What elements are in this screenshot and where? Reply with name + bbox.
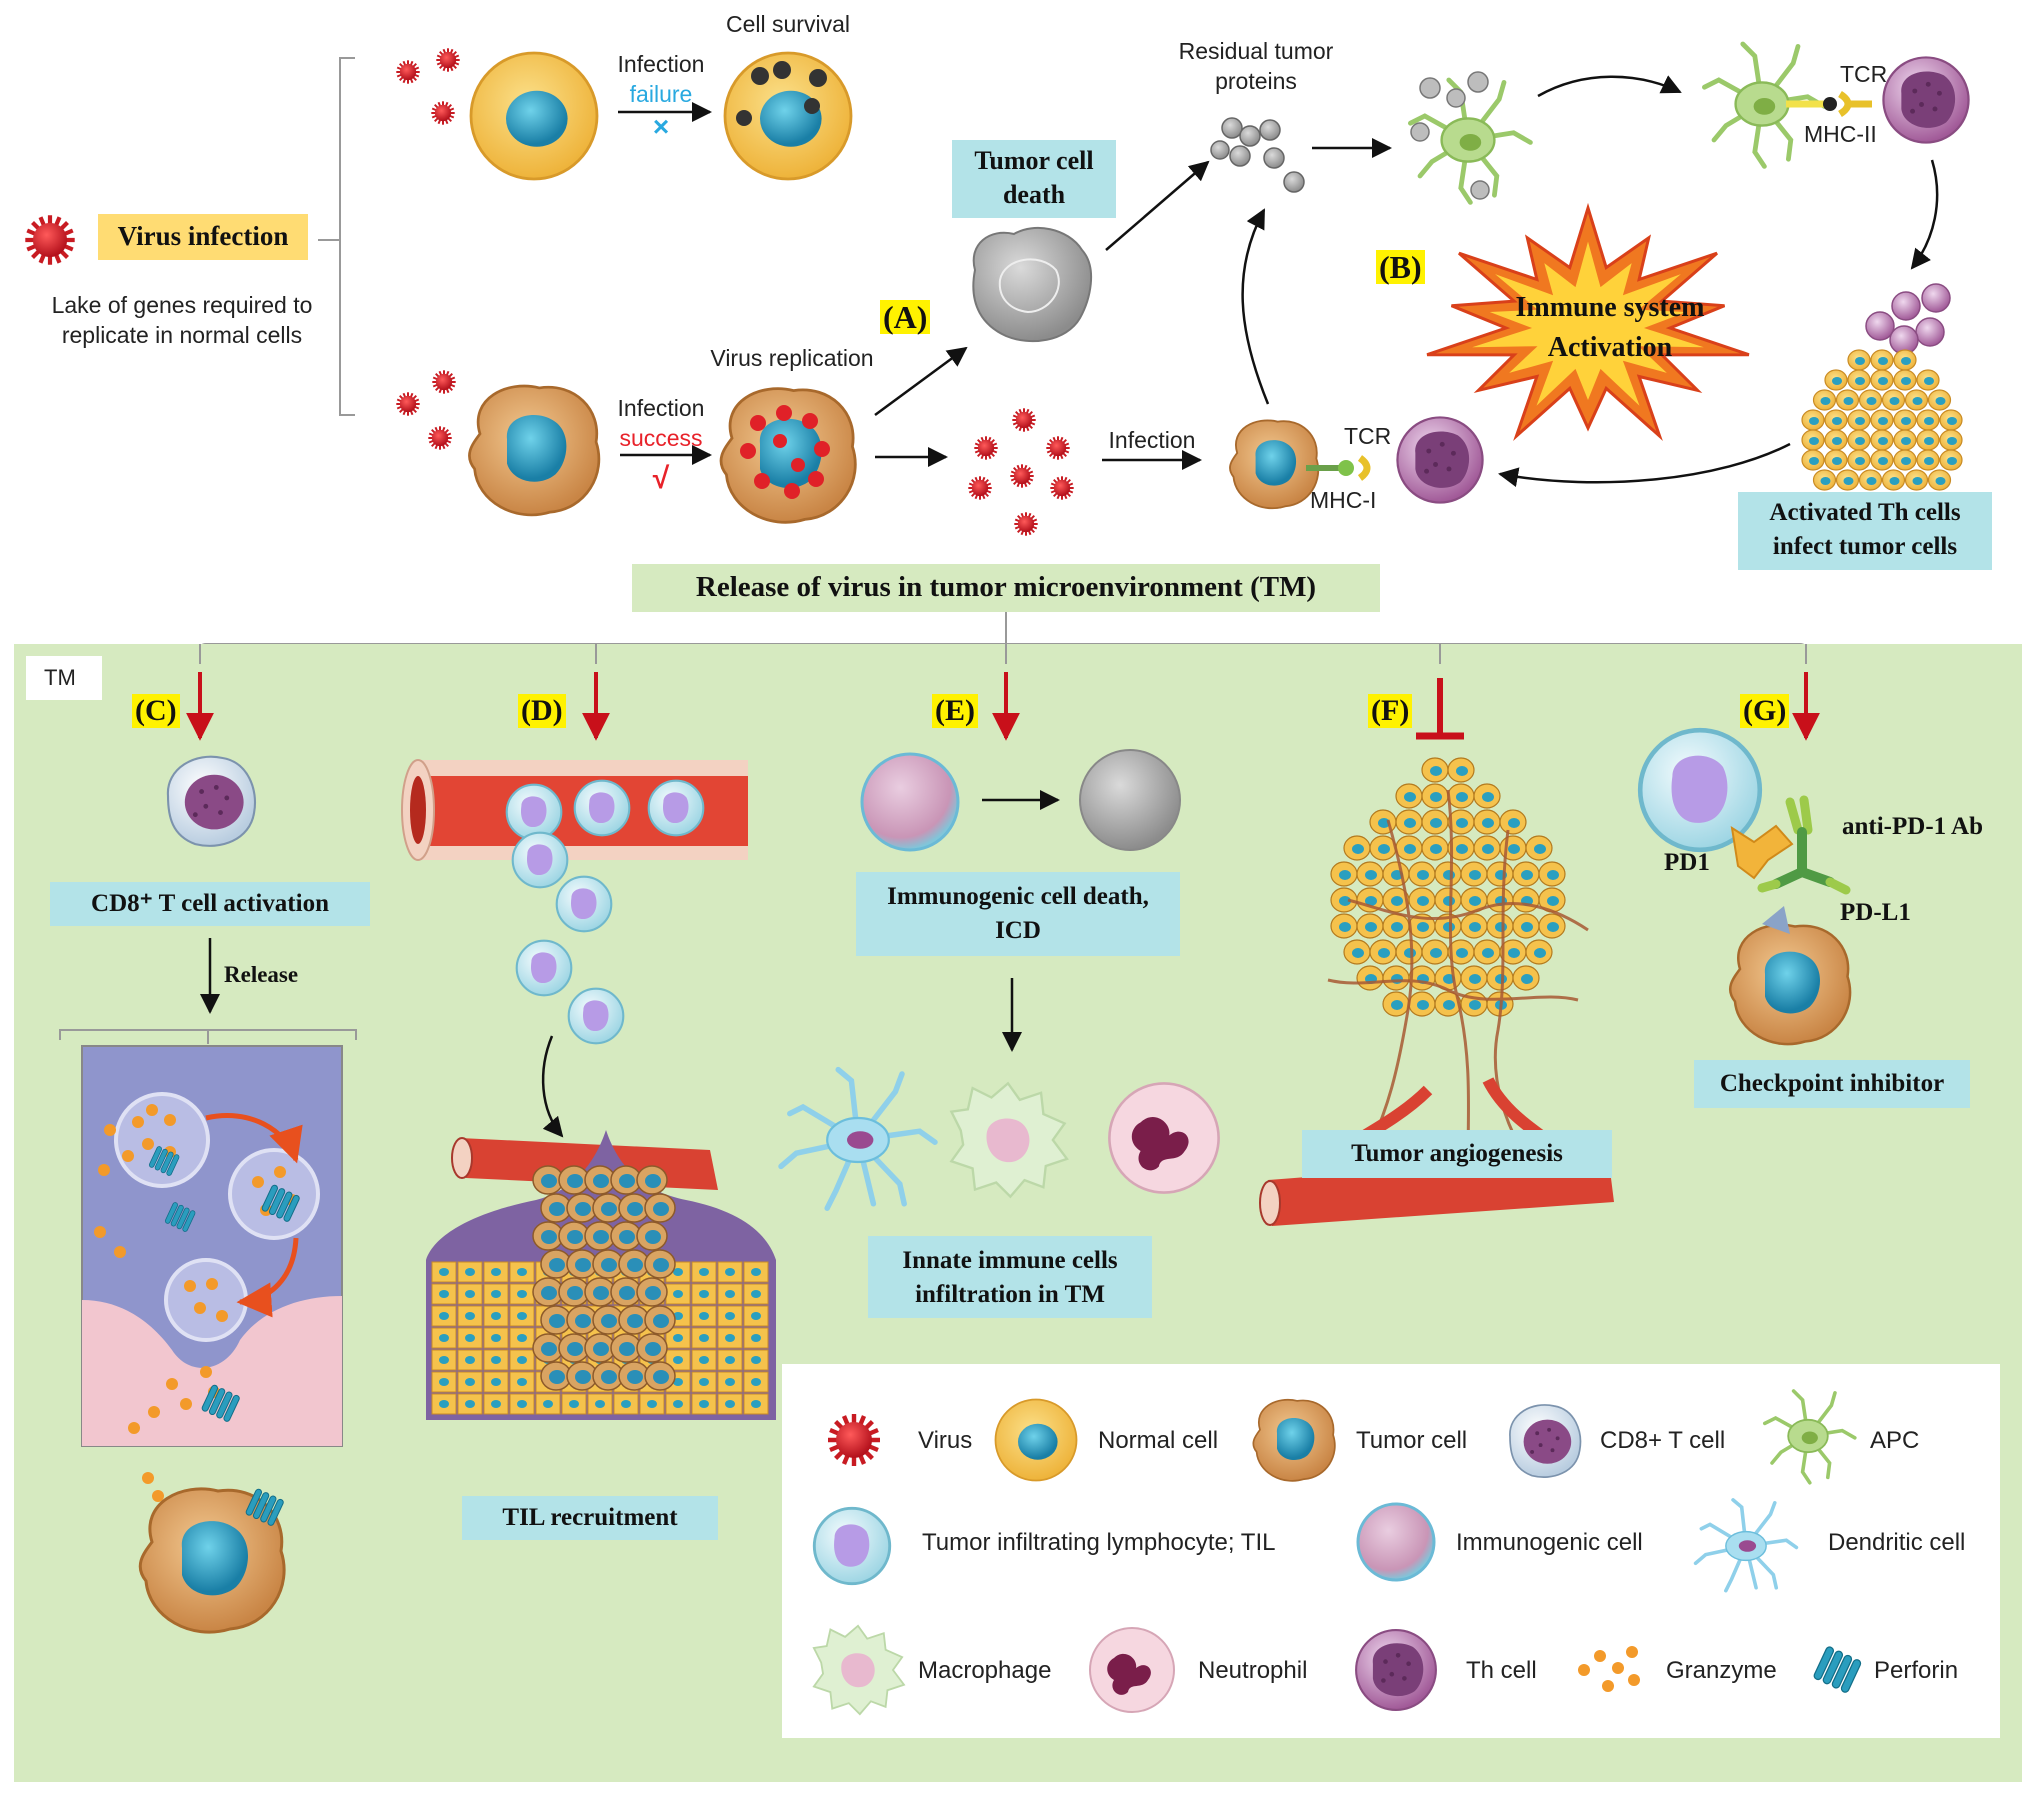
legend-tumor-cell: Tumor cell (1356, 1427, 1468, 1454)
failure-mark: × (652, 111, 670, 142)
legend-normal-cell: Normal cell (1098, 1427, 1219, 1454)
legend-til: Tumor infiltrating lymphocyte; TIL (922, 1529, 1276, 1556)
legend-dendritic: Dendritic cell (1828, 1529, 1966, 1556)
legend-apc: APC (1870, 1427, 1920, 1454)
infection-label-2: Infection (617, 395, 705, 421)
release-virus-label: Release of virus in tumor microenvironme… (695, 571, 1317, 603)
label-f: (F) (1368, 694, 1413, 728)
legend-th: Th cell (1466, 1657, 1537, 1684)
legend-neutrophil: Neutrophil (1198, 1657, 1308, 1684)
checkpoint-inhibitor-label: Checkpoint inhibitor (1719, 1070, 1945, 1097)
legend-perforin: Perforin (1874, 1657, 1959, 1684)
tm-tag: TM (44, 665, 76, 690)
legend-granzyme: Granzyme (1666, 1657, 1777, 1684)
til-recruitment-label: TIL recruitment (462, 1496, 718, 1540)
label-d: (D) (518, 694, 566, 728)
legend-immunogenic: Immunogenic cell (1456, 1529, 1643, 1556)
tcr-label-bottom: TCR (1344, 423, 1392, 449)
failure-label: failure (629, 81, 693, 107)
label-b: (B) (1376, 250, 1425, 284)
cell-survival-label: Cell survival (726, 11, 850, 37)
release-label: Release (224, 962, 299, 987)
mhc-i-label: MHC-I (1310, 487, 1377, 513)
label-g: (G) (1740, 694, 1790, 728)
legend-macrophage: Macrophage (918, 1657, 1052, 1684)
legend-virus: Virus (918, 1427, 973, 1454)
infection-label-1: Infection (617, 51, 705, 77)
activated-th-label: Activated Th cells infect tumor cells (1769, 499, 1961, 560)
success-label: success (619, 425, 703, 451)
infection-label-3: Infection (1108, 427, 1196, 453)
label-e: (E) (932, 694, 978, 728)
angiogenesis-label: Tumor angiogenesis (1351, 1140, 1563, 1167)
lack-genes-note: Lake of genes required to replicate in n… (51, 292, 313, 348)
success-mark: √ (652, 462, 670, 495)
pd1-label: PD1 (1664, 849, 1710, 876)
tcr-label-top: TCR (1840, 61, 1888, 87)
residual-proteins-label: Residual tumor proteins (1178, 38, 1334, 94)
virus-replication-label: Virus replication (710, 345, 874, 371)
mhc-ii-label: MHC-II (1804, 121, 1877, 147)
virus-infection-label: Virus infection (117, 221, 289, 251)
immune-activation-label: Immune system Activation (1515, 292, 1705, 363)
icd-label: Immunogenic cell death, ICD (887, 883, 1149, 944)
legend-cd8: CD8+ T cell (1600, 1427, 1726, 1454)
tumor-cell-death-label: Tumor cell death (974, 146, 1094, 209)
label-a: (A) (880, 300, 931, 334)
label-c: (C) (132, 694, 180, 728)
pdl1-label: PD-L1 (1840, 899, 1911, 926)
cd8-activation-label: CD8⁺ T cell activation (91, 890, 329, 917)
anti-pd1-label: anti-PD-1 Ab (1842, 813, 1983, 840)
innate-infiltration-label: Innate immune cells infiltration in TM (902, 1247, 1118, 1308)
